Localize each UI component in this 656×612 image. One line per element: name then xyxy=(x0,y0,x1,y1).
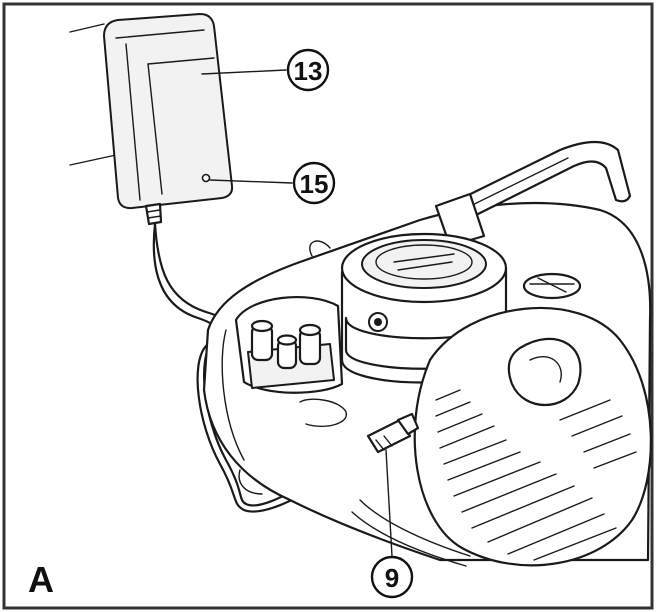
callout-leaders xyxy=(201,69,393,557)
charger xyxy=(103,13,234,226)
terminal-block xyxy=(234,295,344,394)
callout-15-label: 15 xyxy=(300,169,329,199)
callout-13-label: 13 xyxy=(294,56,323,86)
callout-9: 9 xyxy=(370,555,414,599)
machine-base xyxy=(238,469,471,567)
top-knob xyxy=(522,272,582,300)
callout-9-label: 9 xyxy=(385,563,399,593)
callout-13: 13 xyxy=(286,48,330,92)
charging-plug xyxy=(366,412,420,454)
charger-indicator-light xyxy=(201,173,211,183)
wall-lines xyxy=(69,23,117,166)
fan-cover xyxy=(413,306,652,567)
callout-15: 15 xyxy=(292,161,336,205)
panel-label: A xyxy=(28,559,54,600)
